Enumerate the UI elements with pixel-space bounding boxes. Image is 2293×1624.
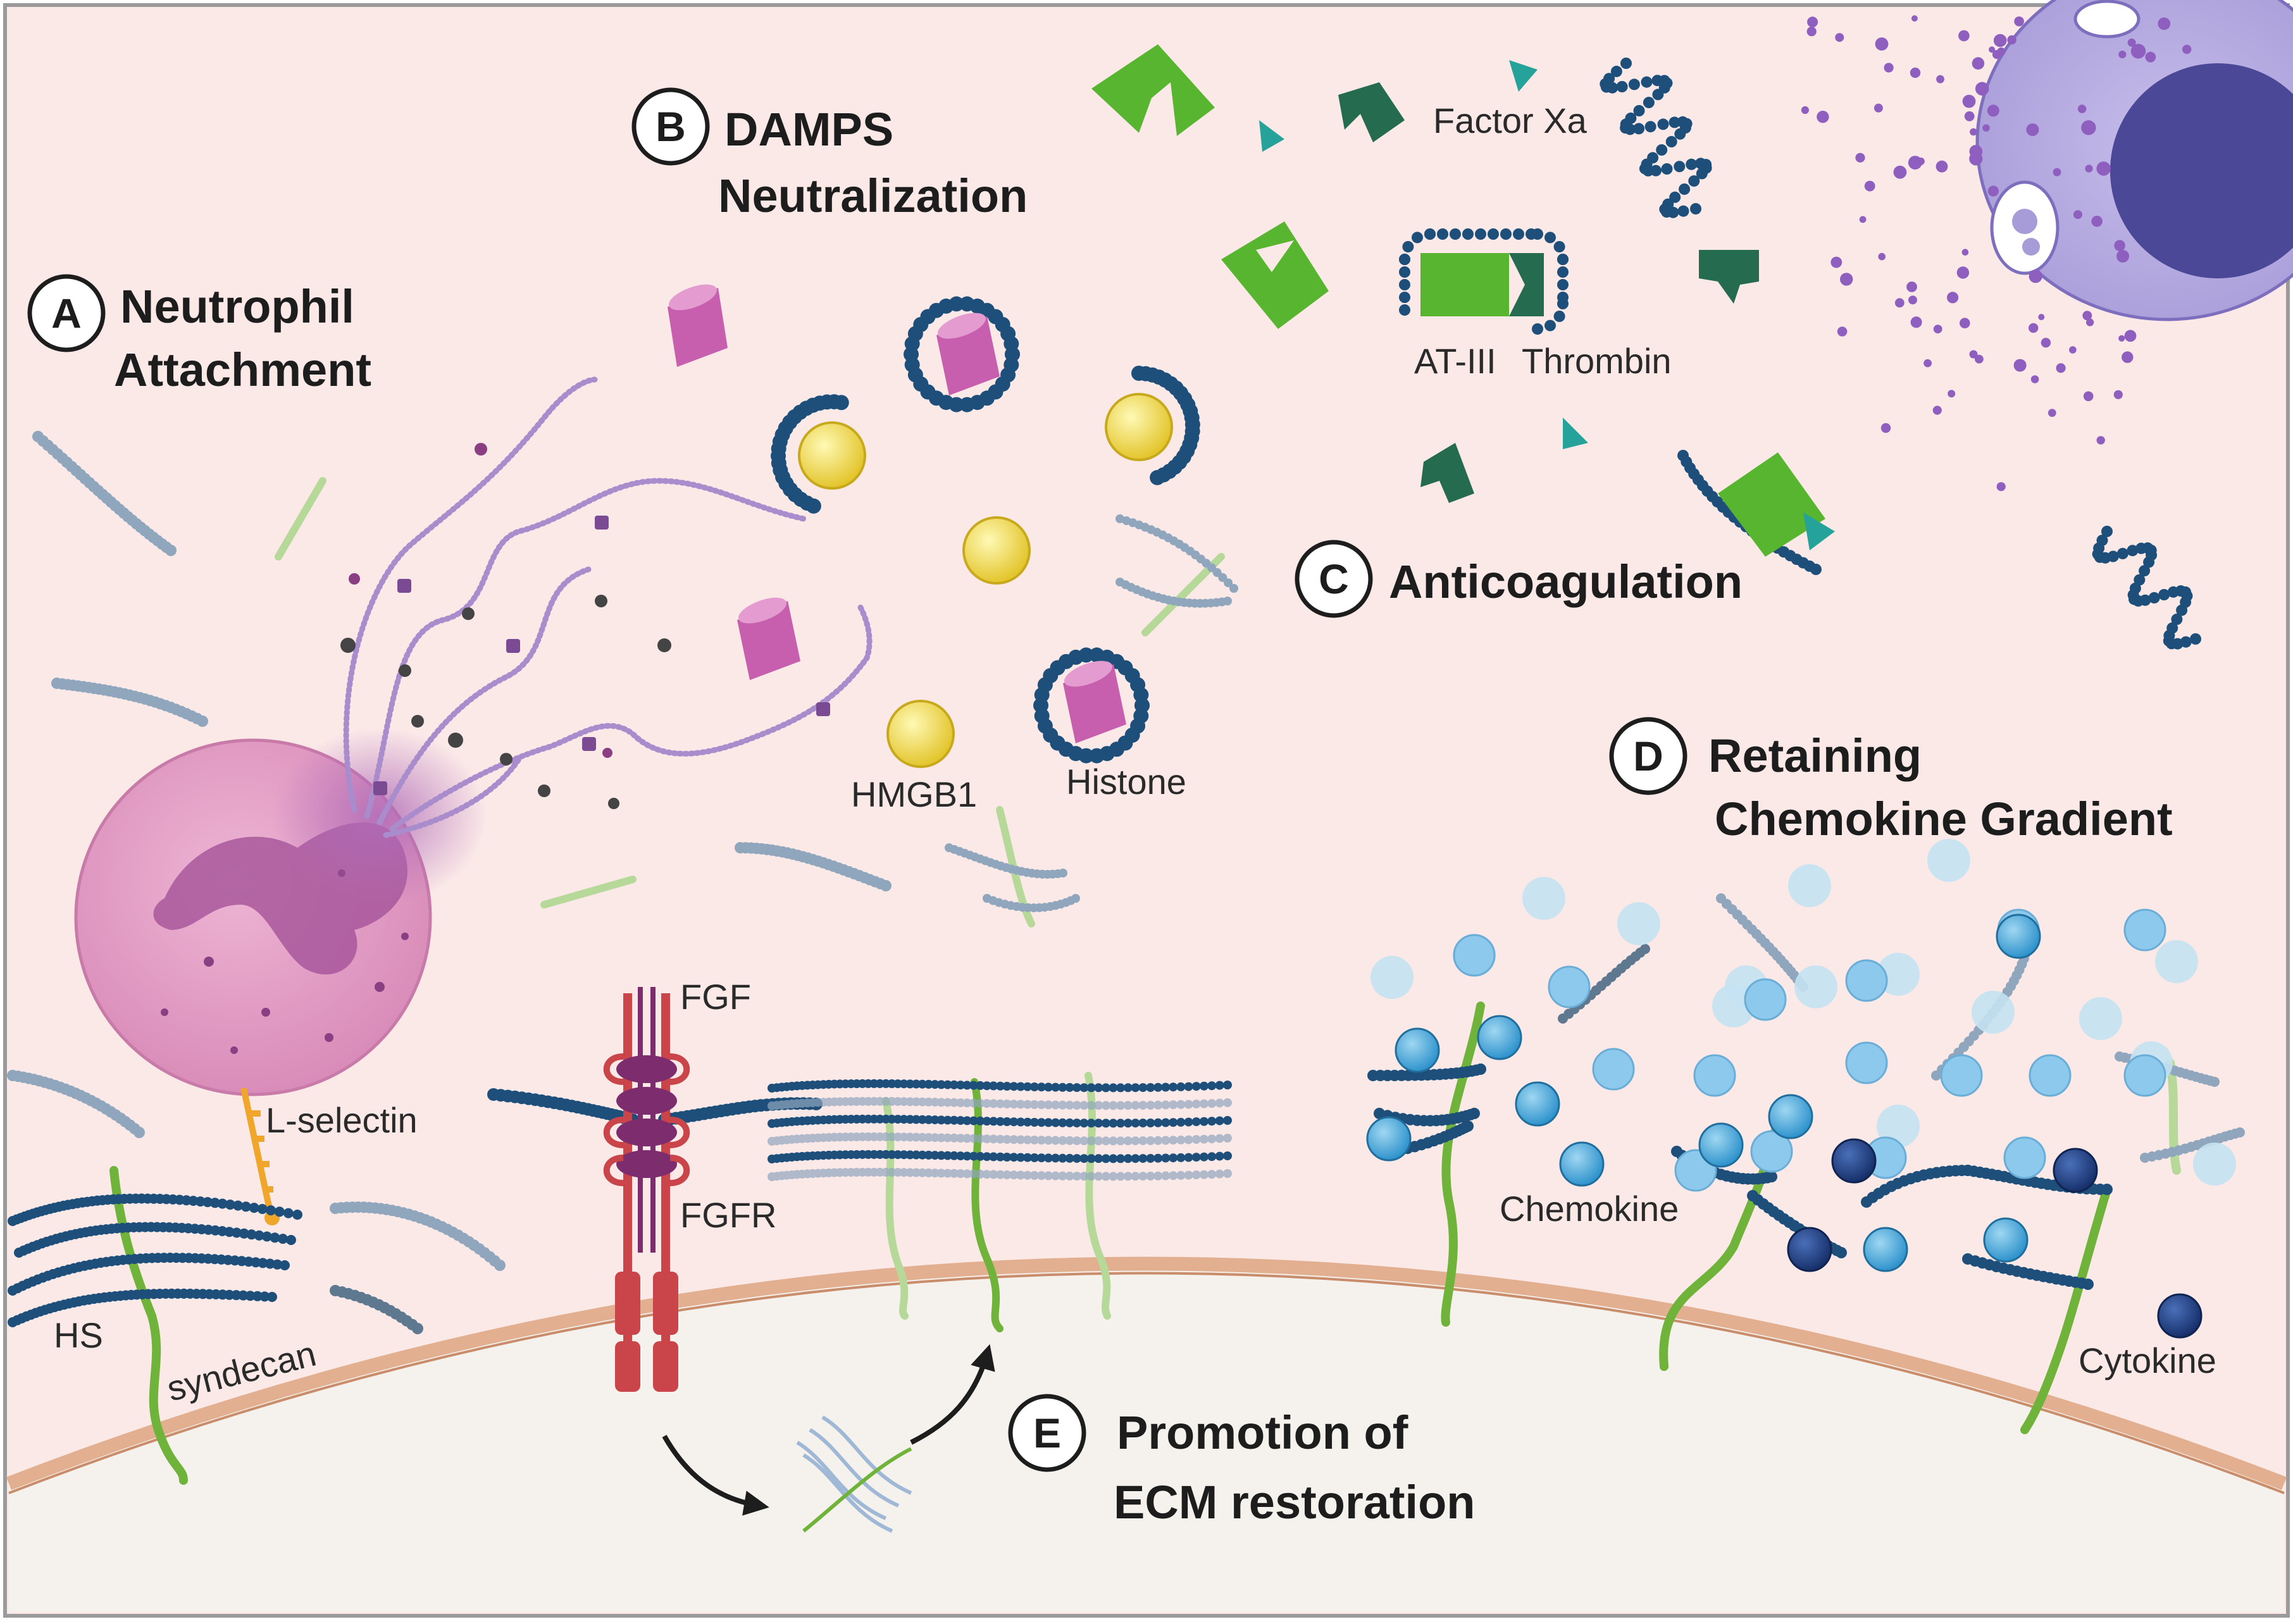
histone-free-1 bbox=[668, 284, 728, 367]
hs-coiled-chain bbox=[2092, 526, 2201, 650]
hs-wrapping-chain bbox=[904, 296, 1020, 412]
histone-label: Histone bbox=[1066, 762, 1186, 802]
ecm-restoration-arrows bbox=[662, 1344, 995, 1516]
hs-chain bbox=[7, 1070, 145, 1138]
thrombin-label: Thrombin bbox=[1522, 341, 1672, 381]
net-release-burst bbox=[272, 728, 487, 905]
fgf-ligand bbox=[616, 987, 677, 1253]
section-b-title-line1: DAMPS bbox=[724, 103, 893, 156]
hs-chain bbox=[8, 1193, 302, 1226]
hs-chain bbox=[8, 1288, 277, 1327]
net-histone-beads bbox=[373, 516, 830, 795]
hs-chain bbox=[767, 1096, 1232, 1110]
fgf-label: FGF bbox=[680, 977, 751, 1017]
section-d-title-line1: Retaining bbox=[1708, 729, 1922, 782]
hs-chain bbox=[1386, 1120, 1474, 1157]
fgfr-loops bbox=[603, 1053, 690, 1186]
hs-rounded-chain bbox=[1399, 228, 1569, 335]
hs-chain bbox=[330, 1201, 506, 1271]
section-e-badge: E bbox=[1008, 1394, 1086, 1472]
cell-cytoplasm bbox=[9, 1263, 2284, 1612]
hs-chain bbox=[1115, 514, 1238, 593]
at-iii-free bbox=[1091, 44, 1825, 557]
hs-chain bbox=[1861, 1165, 1973, 1208]
cell-membrane-inner-line bbox=[8, 1272, 2285, 1494]
svg-text:A: A bbox=[51, 290, 82, 337]
hs-chain bbox=[1115, 578, 1232, 608]
hs-chain bbox=[8, 1253, 290, 1296]
mast-cell-granules bbox=[1801, 15, 2192, 492]
released-particles bbox=[340, 443, 671, 809]
hs-chain bbox=[735, 842, 892, 891]
hs-chain bbox=[14, 1222, 296, 1258]
hs-chain bbox=[767, 1132, 1232, 1146]
hs-coiled-chain bbox=[1600, 58, 1712, 218]
histone-bound-1 bbox=[936, 313, 1000, 395]
chemokine-label: Chemokine bbox=[1500, 1189, 1679, 1229]
hs-wrapping-chain bbox=[771, 394, 849, 514]
hs-chain bbox=[2140, 1127, 2245, 1163]
hs-wrapping-chain bbox=[1033, 647, 1150, 764]
at-iii-label: AT-III bbox=[1414, 341, 1496, 381]
heparan-sulfate-chains bbox=[7, 58, 2245, 1334]
section-a-title-line2: Attachment bbox=[114, 344, 371, 396]
hs-chain bbox=[983, 894, 1080, 912]
svg-text:C: C bbox=[1319, 555, 1349, 602]
section-e-title-line1: Promotion of bbox=[1117, 1406, 1408, 1459]
hs-label: HS bbox=[54, 1315, 103, 1355]
syndecan-core-protein bbox=[109, 1166, 188, 1485]
hmgb1-label: HMGB1 bbox=[851, 774, 977, 814]
hs-chain bbox=[767, 1150, 1232, 1163]
hs-chain bbox=[945, 843, 1067, 879]
hs-chain bbox=[51, 678, 208, 727]
hs-chain bbox=[767, 1079, 1232, 1093]
section-c-title: Anticoagulation bbox=[1389, 555, 1743, 608]
svg-text:B: B bbox=[656, 103, 686, 150]
cytokine-label: Cytokine bbox=[2079, 1341, 2216, 1380]
section-a-badge: A bbox=[27, 274, 106, 352]
histone-free-2 bbox=[737, 597, 800, 680]
section-a-title-line1: Neutrophil bbox=[120, 280, 354, 333]
hs-wrapping-chain bbox=[1131, 366, 1200, 485]
hs-chain bbox=[767, 1167, 1232, 1181]
factor-xa-label: Factor Xa bbox=[1433, 101, 1588, 140]
section-d-title-line2: Chemokine Gradient bbox=[1715, 793, 2173, 845]
neutrophil-cell bbox=[74, 728, 487, 1096]
l-selectin-label: L-selectin bbox=[266, 1100, 418, 1140]
cell-membrane bbox=[6, 1256, 2287, 1491]
thrombin-free bbox=[1338, 82, 1759, 503]
section-d-badge: D bbox=[1609, 717, 1687, 795]
section-c-badge: C bbox=[1295, 540, 1373, 618]
hmgb1-proteins bbox=[798, 393, 1173, 768]
histone-bound-2 bbox=[1063, 660, 1126, 743]
section-b-title-line2: Neutralization bbox=[718, 170, 1028, 222]
chemokine-particles bbox=[1366, 839, 2236, 1339]
new-ecm-fragment bbox=[796, 1415, 912, 1533]
hs-chain bbox=[330, 1285, 423, 1334]
section-b-badge: B bbox=[631, 87, 710, 166]
hs-chain bbox=[1367, 1063, 1486, 1081]
svg-text:D: D bbox=[1633, 733, 1663, 779]
mast-cell bbox=[1801, 0, 2293, 492]
factor-xa bbox=[1259, 60, 1835, 550]
hs-chain bbox=[1962, 1253, 2094, 1290]
hs-chain bbox=[767, 1114, 1232, 1128]
at-iii-thrombin-complex bbox=[1420, 253, 1544, 316]
fgfr-label: FGFR bbox=[680, 1195, 776, 1235]
hs-chain bbox=[32, 431, 177, 556]
section-e-title-line2: ECM restoration bbox=[1114, 1476, 1476, 1528]
svg-text:E: E bbox=[1033, 1410, 1061, 1456]
mast-cell-nucleus bbox=[2110, 63, 2293, 278]
